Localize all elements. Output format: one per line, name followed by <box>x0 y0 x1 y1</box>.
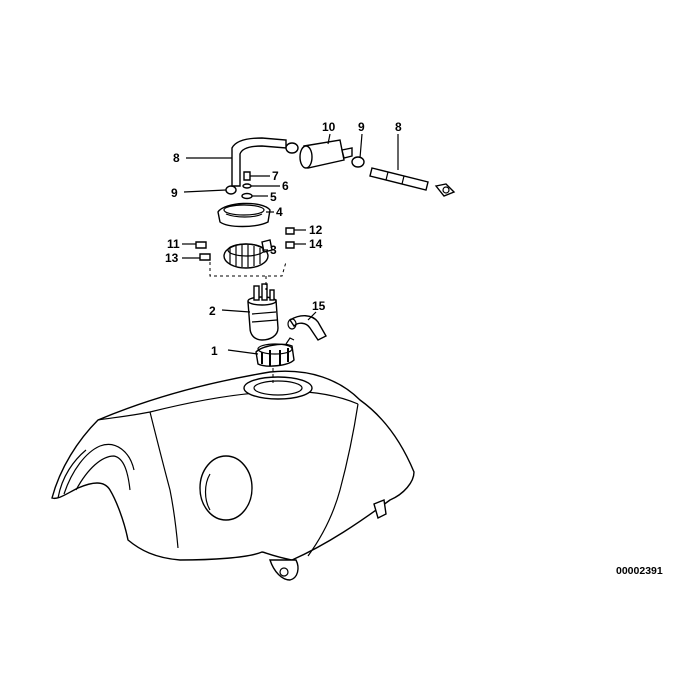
callout-1: 1 <box>211 344 218 358</box>
mounting-ring <box>255 337 295 367</box>
callout-5: 5 <box>270 190 277 204</box>
hose-8-left <box>231 137 299 187</box>
inline-fuel-filter <box>299 139 353 169</box>
diagram-reference-number: 00002391 <box>616 565 663 577</box>
strainer <box>223 239 273 269</box>
callout-8-left: 8 <box>173 151 180 165</box>
callout-15: 15 <box>312 299 326 313</box>
callout-9-left: 9 <box>171 186 178 200</box>
assembly-bracket-dashed <box>209 261 287 277</box>
fittings-12-14 <box>285 227 295 249</box>
hose-clamp-9-left <box>225 185 237 195</box>
callout-9-right: 9 <box>358 120 365 134</box>
callout-6: 6 <box>282 179 289 193</box>
callout-12: 12 <box>309 223 323 237</box>
fuel-tank <box>51 370 415 581</box>
callout-10: 10 <box>322 120 336 134</box>
fittings-11-13 <box>195 241 211 261</box>
flange-cover <box>217 202 271 228</box>
callout-2: 2 <box>209 304 216 318</box>
callout-13: 13 <box>165 251 179 265</box>
leader-lines <box>182 133 399 355</box>
fuel-pump <box>247 283 279 341</box>
callout-11: 11 <box>167 237 180 251</box>
callout-3: 3 <box>270 243 277 257</box>
callout-4: 4 <box>276 205 283 219</box>
hose-15 <box>287 315 327 341</box>
callout-7: 7 <box>272 169 279 183</box>
callout-14: 14 <box>309 237 323 251</box>
callout-8-right: 8 <box>395 120 402 134</box>
hose-clamp-9-right <box>351 156 365 168</box>
hose-8-right <box>369 167 456 197</box>
